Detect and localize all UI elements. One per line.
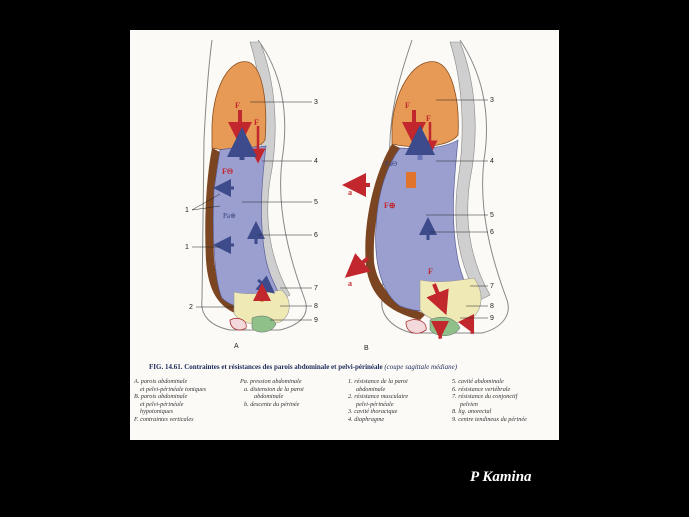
legend-item: 6. résistance vertébrale	[452, 386, 527, 394]
label-pa-a: Pa⊕	[223, 212, 236, 220]
legend-item: abdominale	[240, 393, 304, 401]
legend-item: F. contraintes verticales	[134, 416, 206, 424]
number-5-a: 5	[314, 199, 318, 206]
legend-item: 7. résistance du conjonctif	[452, 393, 527, 401]
number-2-a: 2	[189, 304, 193, 311]
legend-item: a. distension de la paroi	[240, 386, 304, 394]
legend-item: 4. diaphragme	[348, 416, 408, 424]
legend-item: hypotoniques	[134, 408, 206, 416]
number-3-a: 3	[314, 99, 318, 106]
legend-item: B. parois abdominale	[134, 393, 206, 401]
pelvis-b	[420, 278, 481, 323]
label-patheta-b: PaΘ	[385, 160, 397, 168]
legend-column-3: 1. résistance de la paroi abdominale 2. …	[348, 378, 408, 424]
thorax-b	[392, 62, 458, 147]
legend-column-1: A. parois abdominale et pelvi-périnéale …	[134, 378, 206, 424]
textbook-page: F F FΘ Pa⊕ 3	[130, 30, 559, 440]
label-f-a1: F	[235, 101, 240, 110]
label-f-a2: F	[254, 118, 259, 127]
legend-item: 1. résistance de la paroi	[348, 378, 408, 386]
label-a-b1: a	[348, 188, 352, 197]
number-1-a1: 1	[185, 207, 189, 214]
legend-column-2: Pa. pression abdominale a. distension de…	[240, 378, 304, 408]
legend-item: 2. résistance musculaire	[348, 393, 408, 401]
label-fplus-b: F⊕	[384, 201, 396, 210]
legend-item: pelvi-périnéale	[348, 401, 408, 409]
panel-a: F F FΘ Pa⊕ 3	[185, 40, 318, 350]
label-f-b3: F	[428, 267, 433, 276]
panel-label-a: A	[234, 343, 239, 350]
caption-subtitle: (coupe sagittale médiane)	[384, 363, 457, 371]
anal-region-b	[406, 320, 426, 334]
number-8-b: 8	[490, 303, 494, 310]
legend-item: 8. lig. anorectal	[452, 408, 527, 416]
label-ftheta-a: FΘ	[222, 167, 233, 176]
number-4-a: 4	[314, 158, 318, 165]
number-7-b: 7	[490, 283, 494, 290]
legend-item: 3. cavité thoracique	[348, 408, 408, 416]
legend-item: b. descente du périnée	[240, 401, 304, 409]
number-1-a2: 1	[185, 244, 189, 251]
number-9-a: 9	[314, 317, 318, 324]
panel-b: F F PaΘ F⊕ F a a b b 3 4	[348, 40, 508, 352]
panel-label-b: B	[364, 345, 369, 352]
legend-item: 9. centre tendineux du périnée	[452, 416, 527, 424]
label-b-b2: b	[470, 327, 475, 336]
legend-column-4: 5. cavité abdominale 6. résistance verté…	[452, 378, 527, 424]
number-4-b: 4	[490, 158, 494, 165]
label-f-b2: F	[426, 114, 431, 123]
label-b-b1: b	[438, 332, 443, 341]
label-f-b1: F	[405, 101, 410, 110]
number-8-a: 8	[314, 303, 318, 310]
legend-item: A. parois abdominale	[134, 378, 206, 386]
number-6-b: 6	[490, 229, 494, 236]
legend-item: Pa. pression abdominale	[240, 378, 304, 386]
number-5-b: 5	[490, 212, 494, 219]
label-a-b2: a	[348, 279, 352, 288]
number-3-b: 3	[490, 97, 494, 104]
striped-arrow-b	[406, 172, 416, 188]
number-7-a: 7	[314, 285, 318, 292]
legend-item: pelvien	[452, 401, 527, 409]
number-6-a: 6	[314, 232, 318, 239]
legend-item: abdominale	[348, 386, 408, 394]
legend-item: et pelvi-périnéale toniques	[134, 386, 206, 394]
figure-caption: FIG. 14.61. Contraintes et résistances d…	[149, 363, 554, 371]
legend-item: et pelvi-périnéale	[134, 401, 206, 409]
legend-item: 5. cavité abdominale	[452, 378, 527, 386]
number-9-b: 9	[490, 315, 494, 322]
author-credit: P Kamina	[470, 469, 532, 486]
caption-title: FIG. 14.61. Contraintes et résistances d…	[149, 363, 383, 371]
anatomy-figure: F F FΘ Pa⊕ 3	[130, 30, 559, 360]
